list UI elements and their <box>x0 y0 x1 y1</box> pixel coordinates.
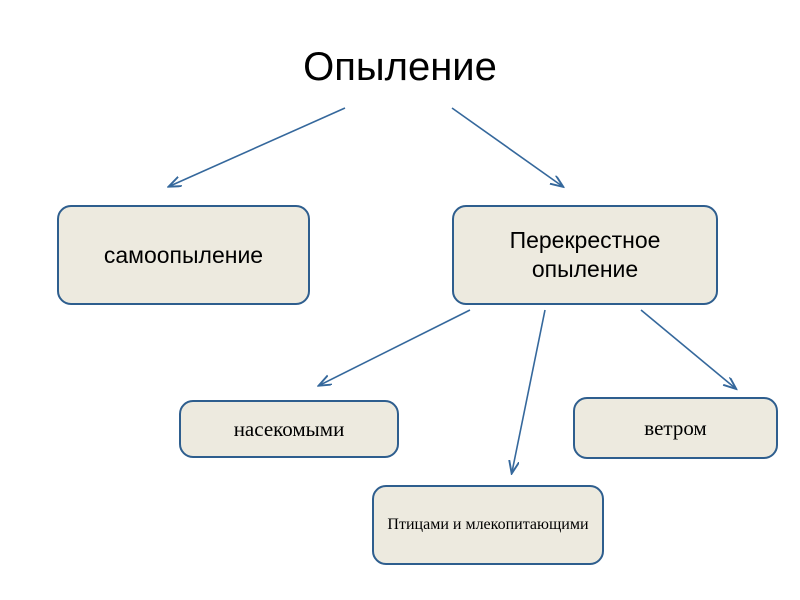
connector-cross-to-insects <box>320 309 471 385</box>
node-insects[interactable]: насекомыми <box>179 400 399 458</box>
connector-cross-to-wind <box>640 309 735 388</box>
node-self-pollination-label: самоопыление <box>103 241 264 268</box>
connector-cross-to-birds <box>512 309 546 472</box>
node-cross-pollination[interactable]: Перекрестное опыление <box>452 205 718 305</box>
node-insects-label: насекомыми <box>233 416 345 441</box>
node-birds-and-mammals-label: Птицами и млекопитающими <box>387 516 589 533</box>
node-birds-and-mammals[interactable]: Птицами и млекопитающими <box>372 485 604 565</box>
diagram-title: Опыление <box>303 45 497 89</box>
node-wind-label: ветром <box>644 415 707 440</box>
connector-title-to-cross <box>451 107 562 186</box>
node-self-pollination[interactable]: самоопыление <box>57 205 310 305</box>
node-wind[interactable]: ветром <box>573 397 778 459</box>
node-cross-pollination-label: Перекрестное опыление <box>509 227 667 282</box>
connector-title-to-self <box>170 107 346 186</box>
